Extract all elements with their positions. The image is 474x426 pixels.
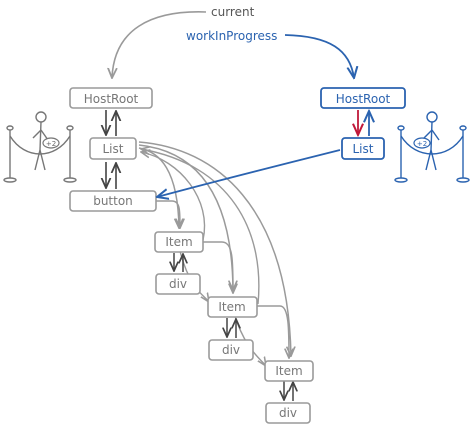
node-label: Item bbox=[218, 300, 245, 314]
badge-right-text: +2 bbox=[417, 140, 427, 148]
node-list-wip: List bbox=[341, 137, 385, 160]
node-item-1: Item bbox=[154, 231, 204, 253]
item3-div3-links bbox=[284, 381, 293, 401]
node-label: Item bbox=[275, 364, 302, 378]
button-to-item1-arrow bbox=[156, 200, 180, 228]
node-hostroot-current: HostRoot bbox=[69, 87, 153, 109]
node-label: HostRoot bbox=[84, 92, 139, 106]
wip-list-to-button-arrow bbox=[157, 149, 341, 197]
badge-left: +2 bbox=[42, 137, 60, 149]
node-item-2: Item bbox=[207, 296, 258, 318]
current-pointer-arrow bbox=[112, 11, 207, 78]
wip-pointer-arrow bbox=[284, 34, 354, 78]
wip-hostroot-list-links bbox=[358, 110, 369, 136]
item2-return-arrow bbox=[141, 149, 260, 305]
node-label: div bbox=[222, 343, 240, 357]
list-button-links bbox=[106, 162, 116, 189]
node-label: List bbox=[353, 142, 374, 156]
node-div-3: div bbox=[265, 402, 311, 424]
node-label: HostRoot bbox=[336, 92, 391, 106]
node-list-current: List bbox=[89, 137, 137, 160]
node-label: Item bbox=[165, 235, 192, 249]
velvet-rope-left-illustration bbox=[3, 111, 77, 183]
node-label: div bbox=[279, 406, 297, 420]
badge-left-text: +2 bbox=[46, 140, 56, 148]
item1-return-arrow bbox=[141, 152, 206, 241]
list-to-item3-arrow bbox=[138, 141, 291, 356]
node-div-1: div bbox=[155, 273, 201, 295]
item1-to-item2-arrow bbox=[203, 241, 233, 293]
item1-div1-links bbox=[174, 253, 183, 272]
hostroot-list-links bbox=[106, 110, 116, 136]
node-button: button bbox=[69, 190, 157, 212]
current-label: current bbox=[211, 5, 255, 19]
item2-div2-links bbox=[227, 318, 236, 338]
item2-to-item3-arrow bbox=[257, 305, 289, 358]
node-label: button bbox=[93, 194, 133, 208]
node-hostroot-wip: HostRoot bbox=[320, 87, 406, 109]
velvet-rope-right-illustration bbox=[394, 111, 470, 183]
list-to-item1-arrow bbox=[138, 147, 179, 228]
node-label: List bbox=[103, 142, 124, 156]
badge-right: +2 bbox=[413, 137, 431, 149]
node-label: div bbox=[169, 277, 187, 291]
work-in-progress-label: workInProgress bbox=[186, 29, 277, 43]
node-item-3: Item bbox=[264, 360, 314, 382]
node-div-2: div bbox=[208, 339, 254, 361]
